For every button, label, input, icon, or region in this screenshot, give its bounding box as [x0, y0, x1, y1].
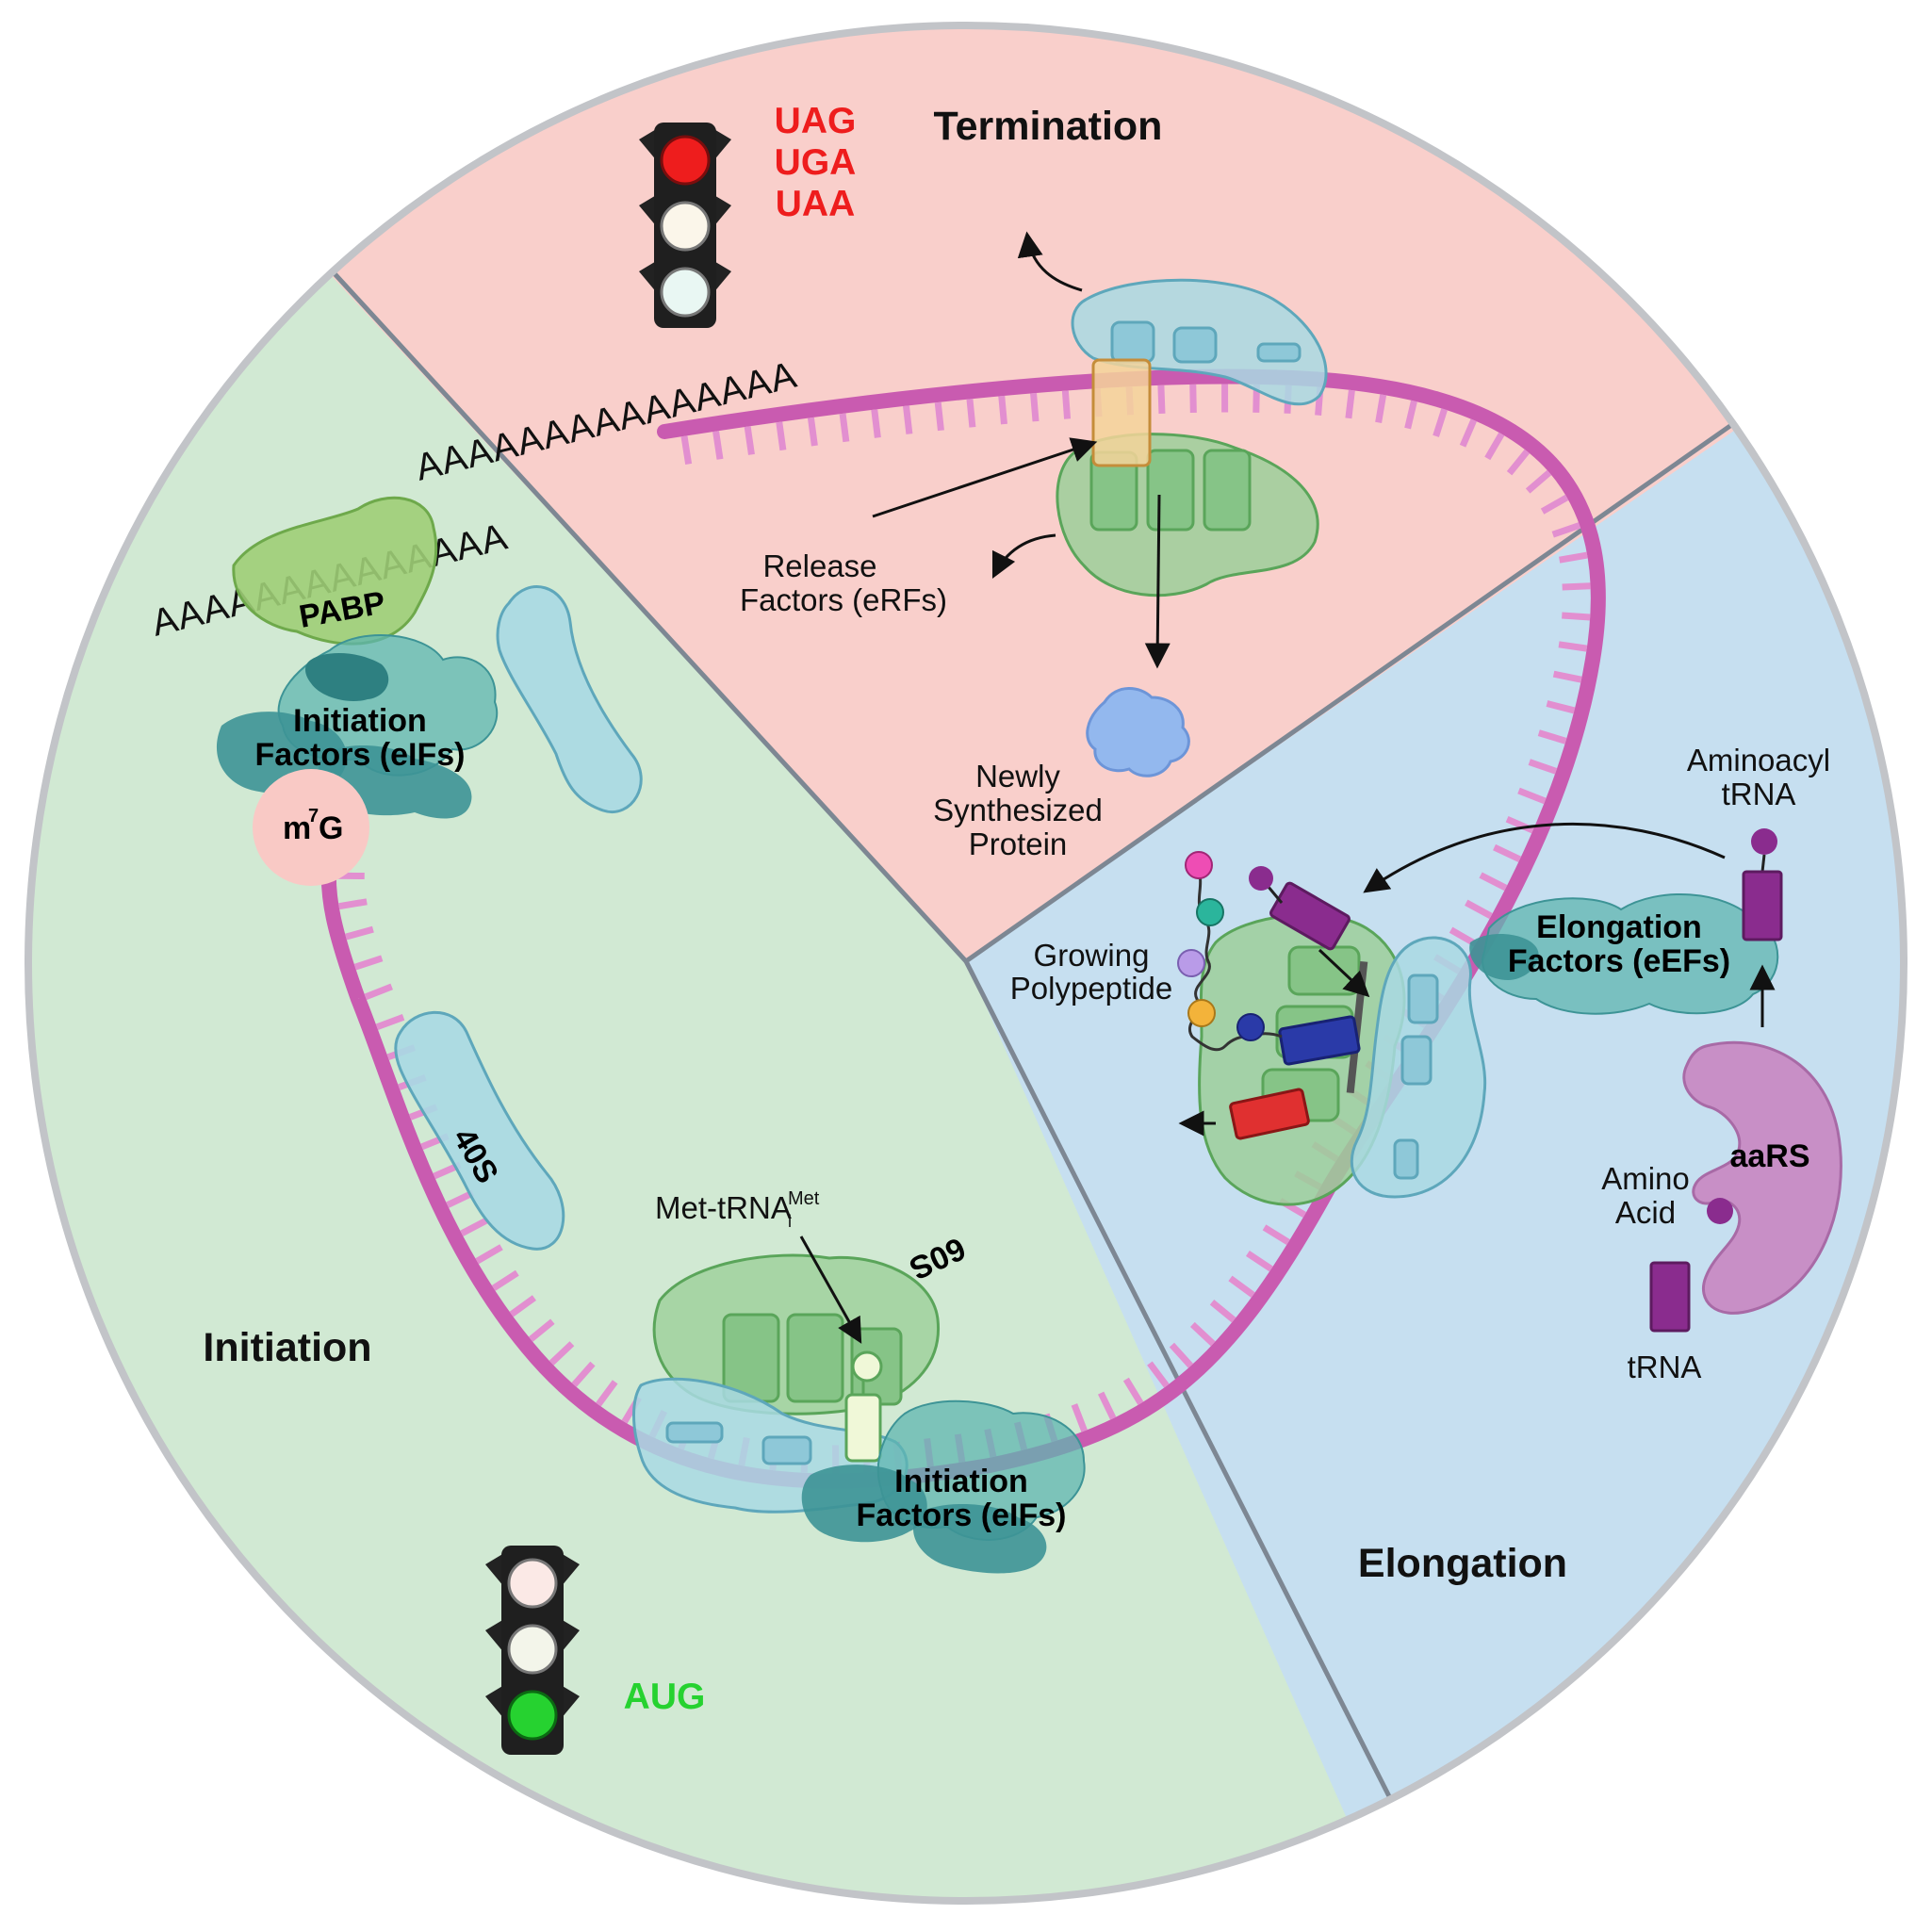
mrna-base: [716, 432, 720, 460]
free-trna-icon: [1651, 1263, 1689, 1331]
start-codon-aug: AUG: [624, 1677, 706, 1717]
new-protein-label-1: Newly: [975, 759, 1060, 794]
met-trna-subscript: i: [788, 1212, 792, 1231]
termination-title: Termination: [934, 104, 1163, 149]
aars-label: aaRS: [1729, 1138, 1809, 1174]
mrna-base: [1065, 391, 1067, 419]
mrna-base: [684, 436, 689, 465]
mrna-base: [1193, 385, 1194, 413]
aminoacyl-label-1: Aminoacyl: [1687, 743, 1830, 777]
init-factors-bottom-label-1: Initiation: [894, 1464, 1028, 1499]
release-factors-label-1: Release: [762, 548, 876, 583]
new-protein-label-3: Protein: [969, 826, 1068, 861]
mrna-base: [843, 414, 846, 442]
cap-superscript: 7: [308, 806, 319, 826]
mrna-base: [1563, 586, 1591, 587]
cap-g: G: [319, 810, 343, 846]
amino-acid-label-1: Amino: [1601, 1161, 1690, 1196]
mrna-base: [1559, 645, 1587, 648]
m7g-cap: m 7 G: [253, 769, 369, 886]
mrna-base: [339, 902, 368, 907]
elongation-title: Elongation: [1358, 1541, 1567, 1586]
mrna-base: [1161, 385, 1162, 414]
incoming-amino-acid: [1249, 866, 1273, 891]
cap-m: m: [283, 810, 311, 846]
mrna-base: [779, 422, 783, 450]
protein-release-arrow: [1157, 495, 1159, 664]
stop-codon-uag: UAG: [775, 101, 857, 141]
mrna-base: [810, 417, 814, 446]
elong-factors-label-2: Factors (eEFs): [1508, 943, 1730, 979]
met-trna-superscript: Met: [788, 1188, 820, 1209]
mrna-base: [970, 399, 973, 427]
trna-label: tRNA: [1628, 1350, 1702, 1384]
stop-codon-uaa: UAA: [776, 184, 856, 224]
mrna-base: [875, 410, 878, 438]
stop-codon-uga: UGA: [775, 142, 857, 183]
amino-acid-label-2: Acid: [1615, 1195, 1676, 1230]
init-factors-top-label-1: Initiation: [293, 703, 427, 739]
mrna-base: [1034, 393, 1036, 421]
mrna-base: [1562, 615, 1590, 617]
initiator-methionine: [853, 1352, 881, 1381]
aminoacyl-label-2: tRNA: [1722, 777, 1796, 811]
mrna-base: [1002, 396, 1005, 424]
elong-factors-label-1: Elongation: [1536, 909, 1702, 945]
release-factors-label-2: Factors (eRFs): [740, 582, 947, 617]
mrna-base: [1379, 395, 1384, 423]
init-factors-bottom-label-2: Factors (eIFs): [857, 1497, 1067, 1533]
mrna-base: [747, 427, 751, 455]
release-factor-block: [1093, 360, 1150, 466]
free-amino-acid-icon: [1707, 1198, 1733, 1224]
mrna-base: [938, 402, 941, 431]
mrna-base: [1349, 390, 1352, 418]
initiation-title: Initiation: [203, 1325, 371, 1370]
growing-label-2: Polypeptide: [1010, 971, 1172, 1006]
met-trna-main: Met-tRNA: [655, 1190, 792, 1225]
mrna-base: [906, 406, 909, 434]
new-protein-label-2: Synthesized: [933, 793, 1103, 827]
initiator-trna: [846, 1395, 880, 1461]
init-factors-top-label-2: Factors (eIFs): [255, 737, 466, 773]
growing-label-1: Growing: [1034, 938, 1150, 973]
